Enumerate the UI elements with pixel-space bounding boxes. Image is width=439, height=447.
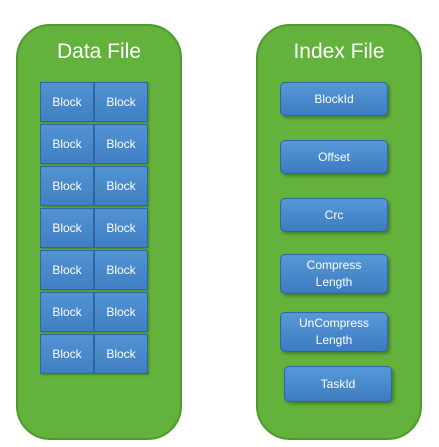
block-cell: Block	[94, 334, 148, 374]
block-cell: Block	[94, 166, 148, 206]
block-cell: Block	[94, 292, 148, 332]
block-cell: Block	[94, 124, 148, 164]
index-field-box: BlockId	[280, 82, 388, 116]
block-cell: Block	[40, 250, 94, 290]
block-cell: Block	[40, 82, 94, 122]
index-field-box: Crc	[280, 198, 388, 232]
index-field-box: Offset	[280, 140, 388, 174]
block-cell: Block	[40, 208, 94, 248]
block-cell: Block	[94, 250, 148, 290]
index-field-label: Offset	[318, 149, 350, 164]
block-cell: Block	[40, 292, 94, 332]
index-field-label: BlockId	[314, 91, 354, 106]
index-file-title: Index File	[293, 40, 385, 63]
block-cell: Block	[94, 82, 148, 122]
index-field-box: TaskId	[284, 366, 392, 402]
block-cell: Block	[40, 124, 94, 164]
index-field-label: TaskId	[320, 376, 356, 391]
block-cell: Block	[40, 334, 94, 374]
block-cell: Block	[40, 166, 94, 206]
data-file-title: Data File	[56, 40, 142, 63]
index-field-label: Crc	[324, 207, 344, 222]
block-cell: Block	[94, 208, 148, 248]
